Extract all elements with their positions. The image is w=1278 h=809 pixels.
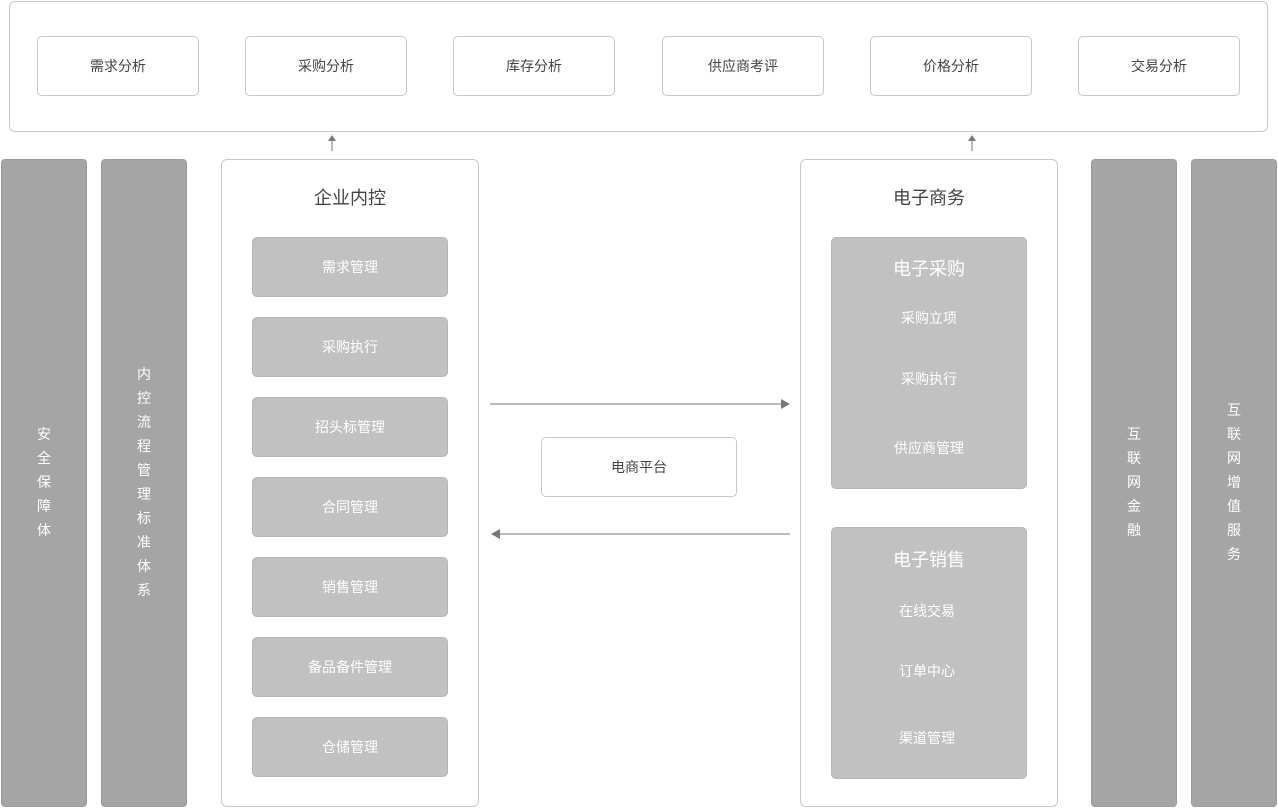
pillar-internet-finance-label: 互联网金融 (1127, 427, 1141, 539)
module-sales-management: 销售管理 (252, 557, 448, 617)
module-bidding-management: 招头标管理 (252, 397, 448, 457)
analysis-panel (9, 1, 1268, 132)
e-procurement-item: 采购执行 (901, 372, 957, 388)
module-warehouse-management: 仓储管理 (252, 717, 448, 777)
internal-control-panel: 企业内控 需求管理 采购执行 招头标管理 合同管理 销售管理 备品备件管理 仓储… (221, 159, 479, 807)
e-sales-item: 订单中心 (899, 664, 955, 680)
pillar-internet-value-added: 互联网增值服务 (1191, 159, 1277, 807)
e-sales-item: 渠道管理 (899, 731, 955, 747)
analysis-price: 价格分析 (870, 36, 1032, 96)
pillar-security-label: 安全保障体 (37, 427, 51, 539)
right-arrow-icon (490, 399, 790, 409)
e-procurement-group: 电子采购 采购立项 采购执行 供应商管理 (831, 237, 1027, 489)
analysis-inventory: 库存分析 (453, 36, 615, 96)
module-spare-parts-management: 备品备件管理 (252, 637, 448, 697)
e-procurement-item: 采购立项 (901, 311, 957, 327)
analysis-transaction: 交易分析 (1078, 36, 1240, 96)
internal-control-title: 企业内控 (314, 188, 386, 209)
module-contract-management: 合同管理 (252, 477, 448, 537)
pillar-internal-standard-label: 内控流程管理标准体系 (137, 367, 151, 599)
e-procurement-title: 电子采购 (893, 259, 965, 280)
analysis-supplier-evaluation: 供应商考评 (662, 36, 824, 96)
module-procurement-execution: 采购执行 (252, 317, 448, 377)
analysis-demand: 需求分析 (37, 36, 199, 96)
left-arrow-icon (491, 529, 790, 539)
up-arrow-icon (328, 135, 336, 151)
e-sales-group: 电子销售 在线交易 订单中心 渠道管理 (831, 527, 1027, 779)
up-arrow-icon (968, 135, 976, 151)
module-demand-management: 需求管理 (252, 237, 448, 297)
e-sales-title: 电子销售 (893, 550, 965, 571)
ecommerce-title: 电子商务 (893, 188, 965, 209)
ecommerce-panel: 电子商务 电子采购 采购立项 采购执行 供应商管理 电子销售 在线交易 订单中心… (800, 159, 1058, 807)
pillar-internet-value-added-label: 互联网增值服务 (1227, 403, 1241, 563)
analysis-procurement: 采购分析 (245, 36, 407, 96)
e-procurement-item: 供应商管理 (894, 441, 964, 457)
pillar-security: 安全保障体 (1, 159, 87, 807)
ecommerce-platform-box: 电商平台 (541, 437, 737, 497)
pillar-internal-standard: 内控流程管理标准体系 (101, 159, 187, 807)
e-sales-item: 在线交易 (899, 604, 955, 620)
pillar-internet-finance: 互联网金融 (1091, 159, 1177, 807)
